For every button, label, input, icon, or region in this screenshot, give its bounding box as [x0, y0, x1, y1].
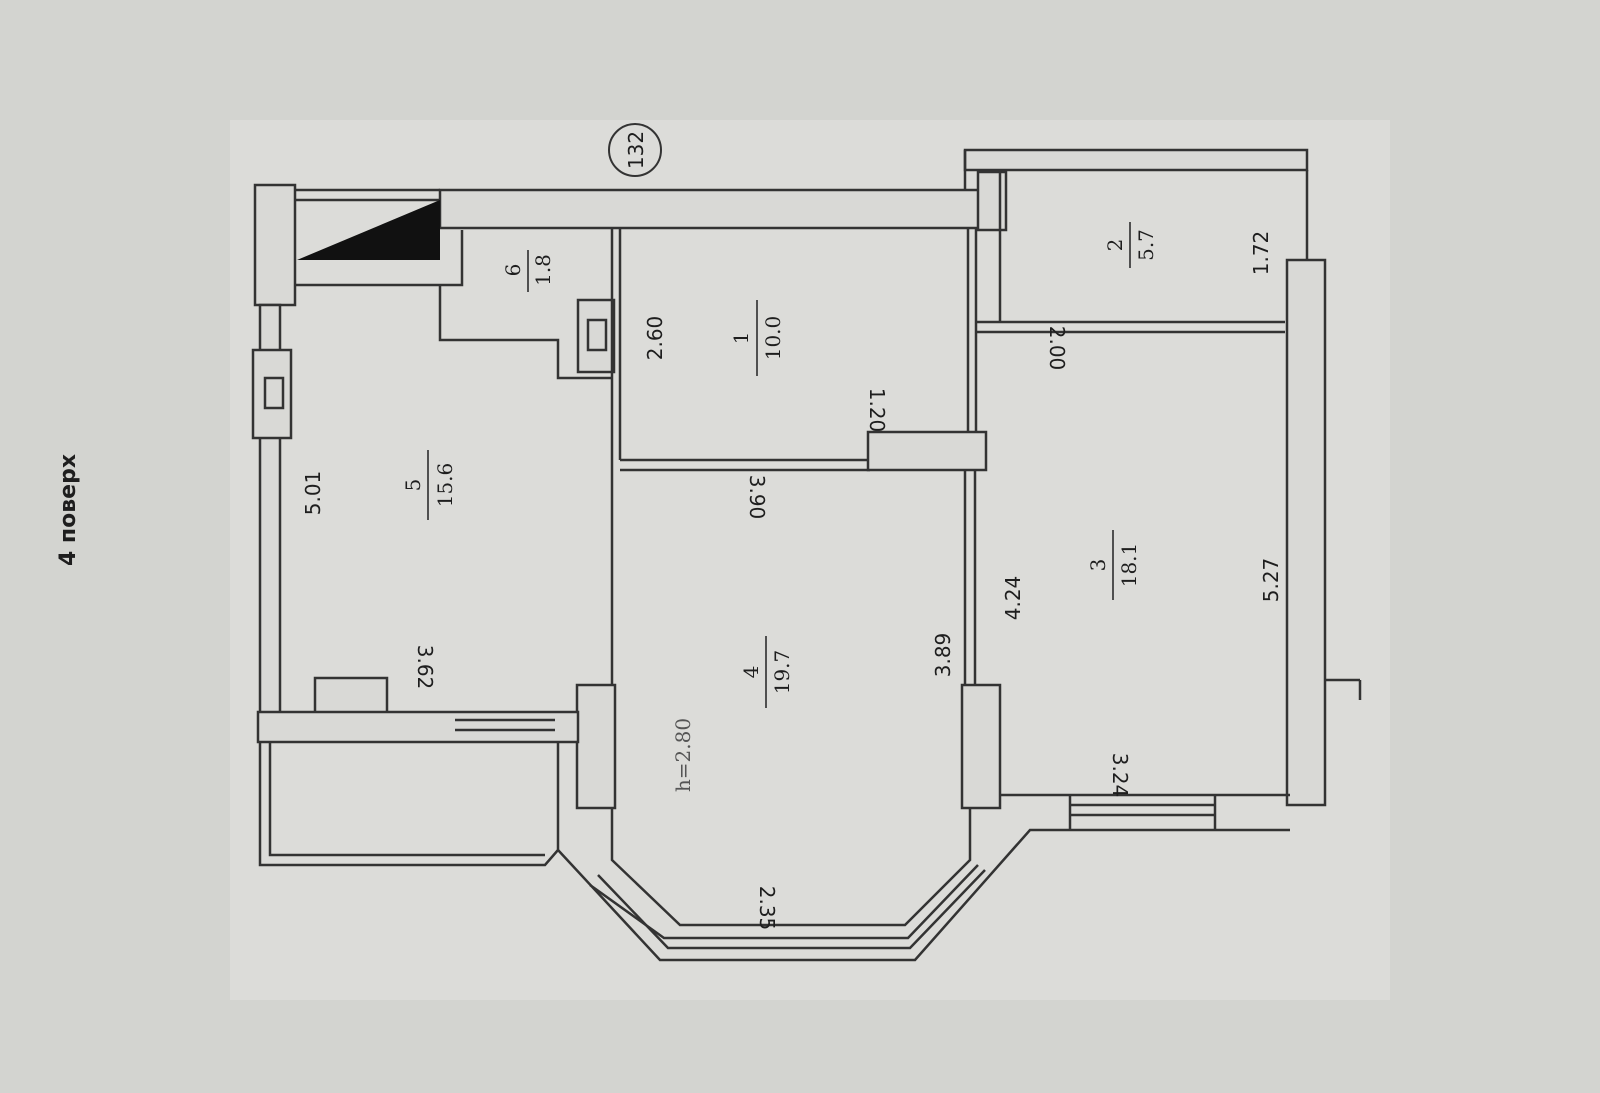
- room-area: 19.7: [770, 650, 794, 695]
- vent-icon-2: [586, 318, 608, 352]
- wall-right: [1285, 258, 1327, 807]
- room-3: 3 18.1: [1086, 530, 1141, 600]
- room-number: 5: [401, 479, 425, 492]
- pier-right-living: [960, 683, 1002, 810]
- pier-left-living: [575, 683, 617, 810]
- room-4: 4 19.7: [739, 636, 794, 708]
- dimension-1-20: 1.20: [865, 388, 889, 433]
- room-area: 10.0: [761, 316, 785, 361]
- partition-pier: [866, 430, 988, 472]
- wall-pier-top-left: [253, 183, 297, 307]
- room-6: 6 1.8: [501, 250, 555, 292]
- dimension-2-35: 2.35: [755, 886, 779, 931]
- room-area: 1.8: [531, 254, 555, 286]
- room-area: 15.6: [433, 463, 457, 508]
- apartment-number-circle: [608, 123, 662, 177]
- room-area: 5.7: [1134, 229, 1158, 261]
- vent-block-right: [976, 170, 1008, 232]
- vent-icon: [263, 376, 285, 410]
- room-number: 2: [1103, 239, 1127, 252]
- dimension-5-27: 5.27: [1259, 558, 1283, 603]
- dimension-3-90: 3.90: [745, 475, 769, 520]
- dimension-3-24: 3.24: [1108, 753, 1132, 798]
- walls: [251, 148, 1362, 962]
- dimension-3-62: 3.62: [413, 645, 437, 690]
- wall-balcony-divider: [256, 710, 580, 744]
- wall-top: [438, 188, 982, 230]
- dimension-1-72: 1.72: [1249, 231, 1273, 276]
- dimension-4-24: 4.24: [1001, 576, 1025, 621]
- dimension-5-01: 5.01: [301, 471, 325, 516]
- room-area: 18.1: [1117, 543, 1141, 588]
- room-number: 3: [1086, 559, 1110, 572]
- room-1: 1 10.0: [729, 300, 785, 376]
- room-2: 2 5.7: [1103, 222, 1158, 268]
- room-number: 4: [739, 666, 763, 679]
- apartment-number: 132: [624, 131, 648, 169]
- dimension-2-60: 2.60: [643, 316, 667, 361]
- room-number: 1: [729, 332, 753, 345]
- dimension-labels: 5.01 3.62 2.60 1.20 3.90 3.89 4.24 2.00 …: [301, 231, 1283, 931]
- floor-label: 4 поверх: [56, 454, 81, 566]
- vent-block-center: [576, 298, 616, 374]
- room-number: 6: [501, 264, 525, 277]
- wall-room2-top: [963, 148, 1309, 172]
- stair-shaft: [297, 200, 440, 260]
- sheet: [230, 120, 1390, 1000]
- dimension-3-89: 3.89: [931, 633, 955, 678]
- room-5: 5 15.6: [401, 450, 457, 520]
- dimension-2-00: 2.00: [1045, 326, 1069, 371]
- ceiling-height: h=2.80: [671, 718, 695, 792]
